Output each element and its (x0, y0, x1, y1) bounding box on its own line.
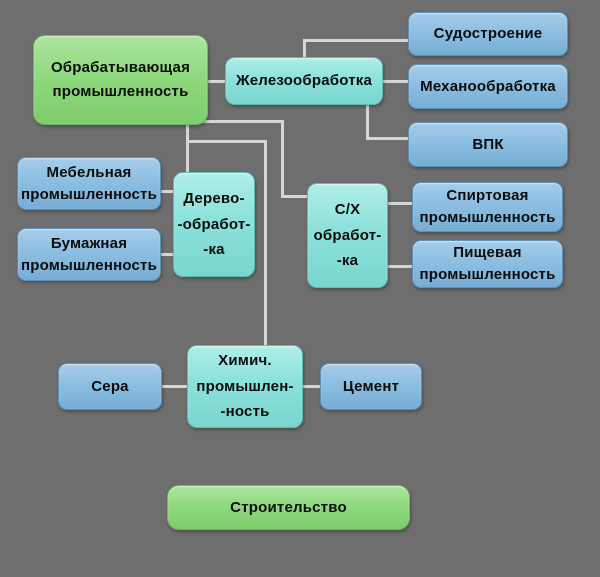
node-alcohol-industry: Спиртовая промышленность (412, 182, 563, 232)
node-machining: Механообработка (408, 64, 568, 109)
node-cement: Цемент (320, 363, 422, 410)
node-agricultural-processing: С/Х обработ- -ка (307, 183, 388, 288)
node-chemical-industry: Химич. промышлен- -ность (187, 345, 303, 428)
node-sulfur: Сера (58, 363, 162, 410)
node-military-industrial-complex: ВПК (408, 122, 568, 167)
connector-chemical-cement (302, 385, 321, 388)
connector-agri-food (388, 265, 413, 268)
connector-paper-woodworking (158, 253, 173, 256)
node-food-industry: Пищевая промышленность (412, 240, 563, 288)
connector-metalworking-military-vertical (366, 105, 369, 140)
connector-manufacturing-metalworking (206, 80, 225, 83)
connector-manufacturing-chemical-horizontal (186, 140, 267, 143)
connector-metalworking-machining (383, 80, 408, 83)
connector-manufacturing-agri-vertical (281, 120, 284, 198)
connector-agri-alcohol (388, 202, 413, 205)
connector-metalworking-military-horizontal (366, 137, 408, 140)
connector-manufacturing-chemical-vertical (264, 140, 267, 346)
node-shipbuilding: Судостроение (408, 12, 568, 56)
connector-furniture-woodworking (158, 190, 173, 193)
connector-metalworking-shipbuilding-vertical (303, 39, 306, 59)
node-construction: Строительство (167, 485, 410, 530)
connector-manufacturing-agri-top (203, 120, 284, 123)
node-manufacturing-industry: Обрабатывающая промышленность (33, 35, 208, 125)
node-metalworking: Железообработка (225, 57, 383, 105)
connector-sulfur-chemical (161, 385, 188, 388)
connector-manufacturing-woodworking (186, 123, 189, 173)
node-paper-industry: Бумажная промышленность (17, 228, 161, 281)
connector-metalworking-shipbuilding-horizontal (303, 39, 408, 42)
connector-manufacturing-agri-bottom (281, 195, 308, 198)
node-woodworking: Дерево- -обработ- -ка (173, 172, 255, 277)
node-furniture-industry: Мебельная промышленность (17, 157, 161, 210)
